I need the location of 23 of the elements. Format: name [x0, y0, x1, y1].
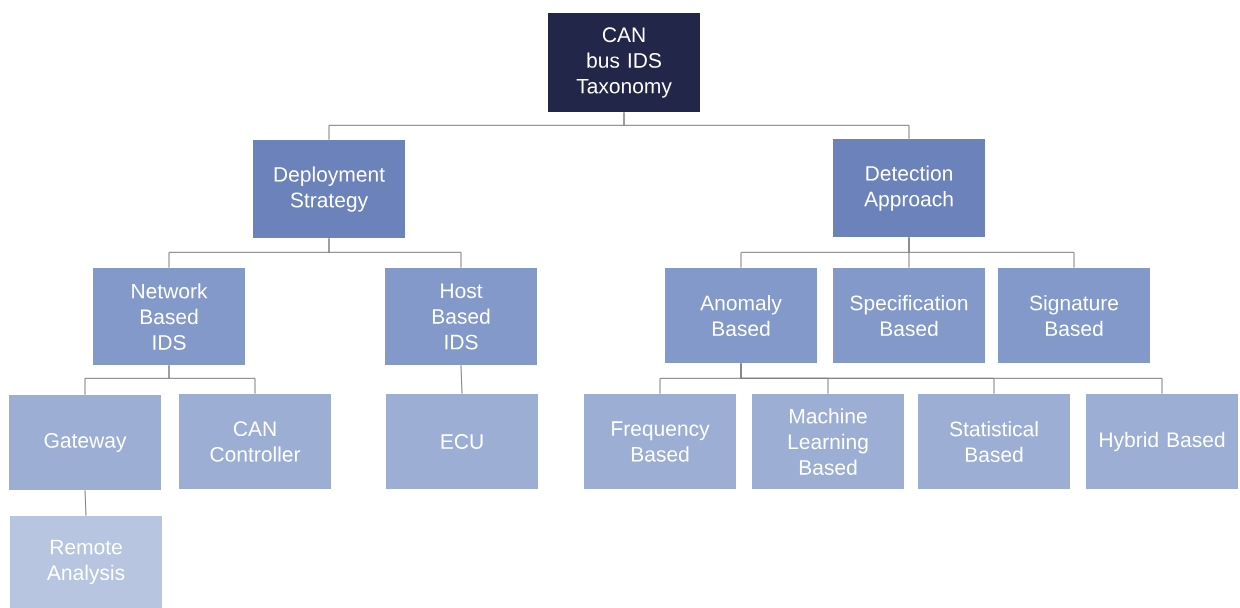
category-box: Remote Analysis [10, 516, 162, 608]
category-box: Network Based IDS [93, 268, 245, 365]
connector-line [740, 362, 1163, 395]
category-box: Hybrid Based [1086, 394, 1238, 489]
category-box: Anomaly Based [665, 268, 817, 363]
connector-line [328, 237, 462, 269]
connector-line [460, 364, 463, 395]
category-box: Deployment Strategy [253, 140, 405, 238]
connector-line [168, 364, 256, 395]
category-box: Specification Based [833, 268, 985, 363]
category-box: Gateway [9, 395, 161, 490]
category-box: Detection Approach [833, 139, 985, 237]
category-box: Machine Learning Based [752, 394, 904, 489]
category-box: CAN Controller [179, 394, 331, 489]
category-box: Host Based IDS [385, 268, 537, 365]
connector-line [84, 489, 87, 517]
category-box: Statistical Based [918, 394, 1070, 489]
connector-line [908, 236, 1075, 269]
category-box: Signature Based [998, 268, 1150, 363]
category-box: ECU [386, 394, 538, 489]
category-box: Frequency Based [584, 394, 736, 489]
connector-line [623, 111, 910, 140]
root-box: CAN bus IDS Taxonomy [548, 13, 700, 112]
